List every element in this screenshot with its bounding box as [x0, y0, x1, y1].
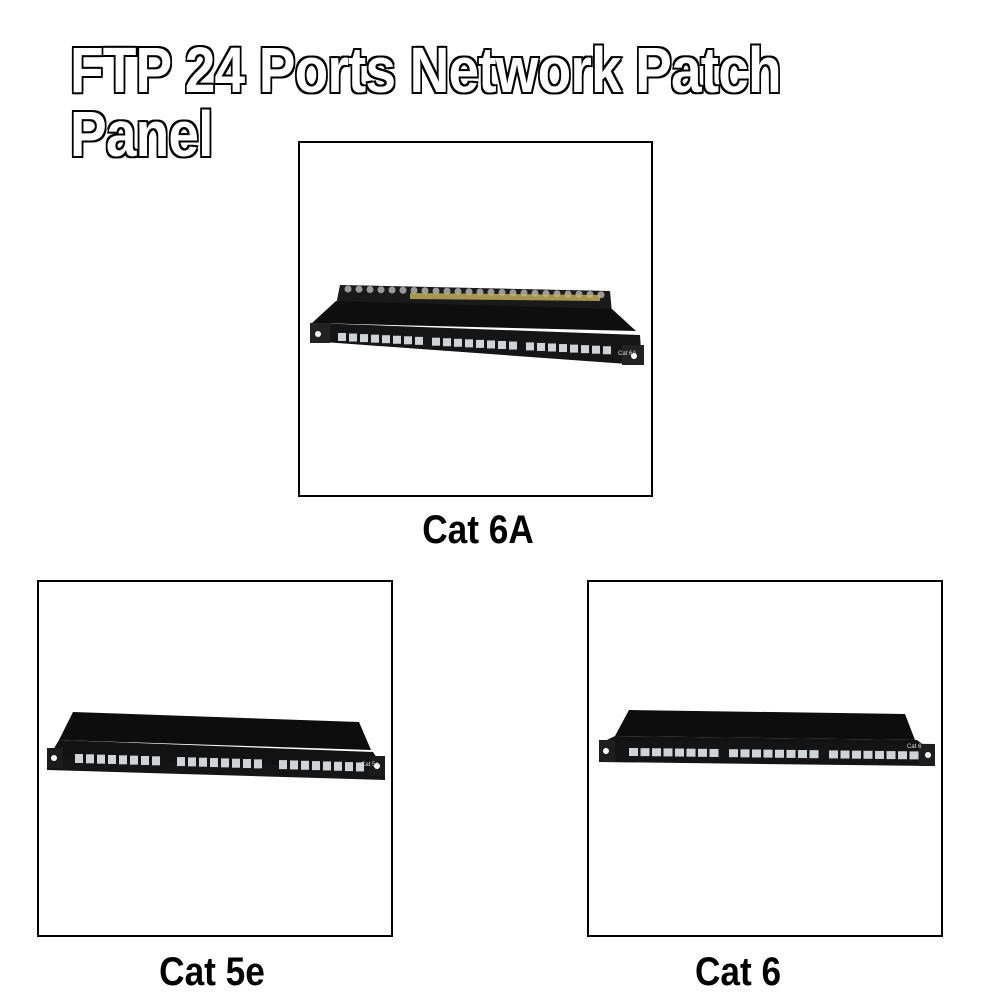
rj45-port: [345, 762, 353, 772]
rj45-port: [356, 762, 364, 772]
rj45-port: [875, 750, 884, 759]
rj45-port: [686, 748, 696, 757]
page-title-text: FTP 24 Ports Network Patch Panel: [69, 34, 783, 170]
rj45-port: [334, 761, 342, 771]
rj45-port: [509, 341, 517, 350]
product-image-cat6: Cat 6: [587, 580, 943, 937]
rj45-port: [729, 749, 738, 758]
rj45-port: [323, 761, 331, 771]
patch-panel-cat5e-image: Cat 5e: [47, 712, 385, 780]
rj45-port: [909, 751, 919, 760]
rj45-port: [537, 342, 545, 351]
rj45-port: [592, 345, 600, 354]
rj45-port: [829, 750, 838, 759]
rj45-port: [663, 748, 673, 757]
patch-panel-cat6-image: Cat 6: [599, 710, 935, 766]
rj45-port: [130, 755, 138, 765]
rj45-port: [454, 338, 462, 347]
cable-tooth: [465, 288, 473, 296]
rj45-port: [221, 758, 229, 768]
rj45-port: [338, 333, 346, 341]
caption-cat5e: Cat 5e: [159, 950, 265, 994]
rj45-port: [349, 333, 357, 342]
rj45-port: [775, 749, 784, 758]
rj45-port: [243, 759, 251, 769]
rj45-port: [108, 754, 116, 764]
cable-tooth: [443, 287, 451, 295]
rj45-port: [312, 761, 320, 771]
rj45-port: [581, 345, 589, 354]
rj45-port: [290, 760, 298, 770]
cable-tooth: [432, 287, 440, 295]
rj45-port: [763, 749, 773, 758]
rj45-port: [177, 757, 185, 767]
rj45-port: [188, 757, 196, 767]
rj45-port: [415, 336, 423, 345]
rj45-port: [232, 758, 240, 768]
rj45-port: [709, 748, 719, 757]
rj45-port: [301, 760, 309, 770]
patch-panel-cat6a-image: Cat 6A: [310, 285, 644, 365]
cable-tooth: [410, 287, 418, 294]
rj45-port: [809, 750, 819, 759]
cable-tooth: [355, 285, 363, 293]
caption-cat6a: Cat 6A: [422, 508, 534, 552]
rj45-port: [279, 760, 287, 770]
rj45-port: [603, 346, 611, 355]
panel-label-cat5e: Cat 5e: [361, 762, 379, 768]
panel-label-cat6: Cat 6: [907, 744, 922, 750]
rj45-port: [360, 334, 368, 343]
rj45-port: [465, 339, 473, 348]
rj45-port: [863, 750, 873, 759]
rj45-port: [559, 344, 567, 353]
rj45-port: [898, 751, 907, 760]
rj45-port: [75, 754, 83, 763]
rj45-port: [476, 339, 484, 348]
rj45-port: [526, 342, 534, 351]
rj45-port: [254, 759, 262, 769]
page-title: FTP 24 Ports Network Patch Panel: [0, 37, 1000, 168]
rj45-port: [570, 344, 578, 353]
cable-tooth: [388, 286, 396, 294]
caption-cat6: Cat 6: [694, 950, 782, 994]
rj45-port: [487, 340, 495, 349]
rj45-port: [886, 751, 896, 760]
product-image-cat6a: Cat 6A: [298, 141, 653, 497]
rj45-port: [798, 750, 807, 759]
rj45-port: [629, 748, 638, 756]
rj45-port: [652, 748, 661, 757]
cable-tooth: [366, 286, 374, 293]
rj45-port: [371, 334, 379, 343]
rj45-port: [498, 341, 506, 349]
rj45-port: [97, 754, 105, 764]
cable-tooth: [454, 288, 462, 295]
rj45-port: [786, 749, 796, 758]
rj45-port: [698, 748, 707, 757]
rj45-port: [740, 749, 750, 758]
panel-label-cat6a: Cat 6A: [618, 351, 636, 357]
cable-tooth: [377, 286, 385, 294]
rj45-port: [119, 755, 127, 765]
product-image-cat5e: Cat 5e: [37, 580, 393, 937]
rj45-port: [432, 337, 440, 346]
rj45-port: [840, 750, 850, 759]
rj45-port: [752, 749, 761, 758]
rj45-port: [443, 338, 451, 347]
rj45-port: [852, 750, 861, 759]
rj45-port: [404, 336, 412, 345]
cable-tooth: [399, 286, 407, 294]
rj45-port: [675, 748, 684, 757]
rj45-port: [640, 748, 650, 757]
rj45-port: [199, 757, 207, 767]
rj45-port: [548, 343, 556, 352]
rj45-port: [393, 335, 401, 344]
rj45-port: [152, 756, 160, 766]
rj45-port: [86, 754, 94, 764]
rj45-port: [382, 335, 390, 344]
rj45-port: [141, 755, 149, 765]
cable-tooth: [344, 285, 352, 293]
cable-tooth: [421, 287, 429, 295]
rj45-port: [210, 758, 218, 768]
